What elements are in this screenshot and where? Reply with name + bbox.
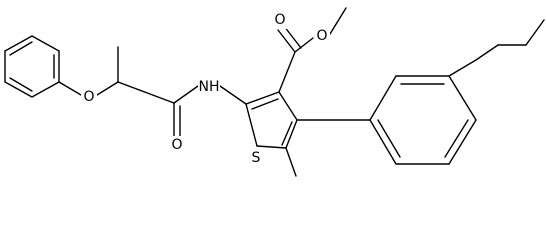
bond-ring-ester [278,51,296,93]
bond-methoxy [329,7,347,35]
bond-butyl-2 [475,44,499,61]
atom-amide-o: O [171,137,182,153]
atom-thiophene-s: S [252,150,261,166]
atom-ester-o1: O [274,12,285,28]
bond-ether-ch [96,81,119,96]
bond-butyl-4 [525,19,545,46]
bond-ring-ether [58,81,82,96]
thiophene-ring [245,91,298,149]
atom-amide-nh: NH [199,79,220,95]
bond-ester-o1-a [277,29,296,53]
bond-ester-o1-b [283,25,302,49]
butylphenyl-ring [369,75,477,165]
bond-butyl-1 [448,59,477,77]
atom-ester-o2: O [316,28,327,44]
phenoxy-ring [4,35,60,98]
molecule-structure: O O NH O O S [4,7,545,177]
bond-nh-thiophene [219,85,247,105]
bond-ester-o2 [294,37,314,53]
atom-ether-o: O [83,89,94,105]
bond-ch-carbonyl [117,81,175,104]
bond-amide-cn [173,85,199,104]
bond-ring-methyl [285,147,297,177]
